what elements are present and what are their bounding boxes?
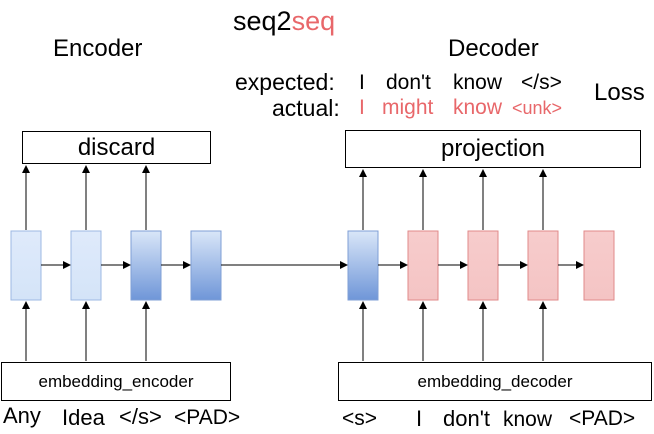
expected-label: expected: bbox=[235, 69, 335, 95]
encoder-input-3: </s> bbox=[119, 404, 162, 429]
decoder-input-1: <s> bbox=[342, 407, 378, 430]
embedding-decoder-box: embedding_decoder bbox=[338, 362, 652, 401]
encoder-cell-1 bbox=[10, 230, 42, 301]
decoder-cell-1 bbox=[347, 230, 379, 301]
actual-label: actual: bbox=[272, 95, 340, 121]
actual-token-1: I bbox=[359, 96, 365, 119]
title-prefix: seq2 bbox=[233, 6, 292, 36]
discard-box: discard bbox=[22, 131, 211, 164]
decoder-cell-4 bbox=[527, 230, 559, 301]
projection-box: projection bbox=[345, 130, 641, 168]
expected-token-2: don't bbox=[386, 71, 431, 94]
encoder-cell-4 bbox=[190, 230, 222, 301]
title-suffix: seq bbox=[291, 6, 336, 36]
encoder-input-4: <PAD> bbox=[174, 406, 241, 429]
embedding-decoder-label: embedding_decoder bbox=[417, 371, 573, 391]
loss-label: Loss bbox=[594, 79, 645, 106]
decoder-input-5: <PAD> bbox=[569, 407, 636, 430]
decoder-cell-2 bbox=[407, 230, 439, 301]
encoder-input-2: Idea bbox=[62, 405, 105, 430]
encoder-heading: Encoder bbox=[53, 35, 143, 62]
decoder-cell-5 bbox=[583, 230, 615, 301]
decoder-heading: Decoder bbox=[448, 35, 539, 62]
encoder-input-1: Any bbox=[3, 403, 41, 428]
embedding-encoder-label: embedding_encoder bbox=[38, 371, 194, 391]
projection-label: projection bbox=[440, 135, 546, 162]
decoder-cell-3 bbox=[467, 230, 499, 301]
decoder-input-3: don't bbox=[443, 406, 491, 431]
discard-label: discard bbox=[77, 133, 156, 161]
expected-token-3: know bbox=[453, 71, 503, 94]
encoder-cell-3 bbox=[130, 230, 162, 301]
actual-token-4: <unk> bbox=[512, 98, 563, 118]
expected-token-4: </s> bbox=[521, 71, 562, 94]
diagram-title: seq2seq bbox=[233, 8, 335, 35]
embedding-encoder-box: embedding_encoder bbox=[1, 362, 231, 401]
actual-token-2: might bbox=[382, 96, 434, 119]
decoder-input-2: I bbox=[416, 406, 423, 431]
decoder-input-4: know bbox=[503, 408, 553, 431]
actual-token-3: know bbox=[453, 96, 503, 119]
encoder-cell-2 bbox=[70, 230, 102, 301]
expected-token-1: I bbox=[359, 71, 365, 94]
